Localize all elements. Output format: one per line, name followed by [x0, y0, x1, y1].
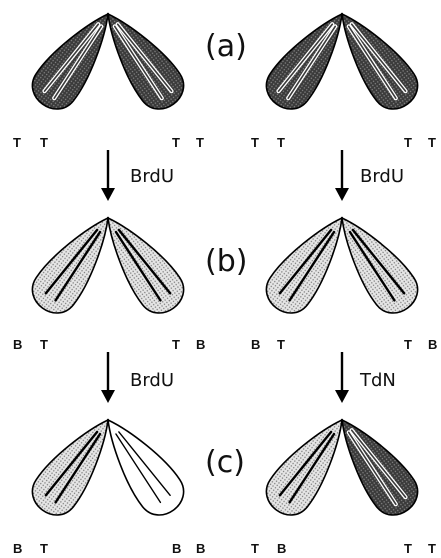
- strand-label: T: [277, 135, 285, 150]
- arrow-label-bc-right: TdN: [359, 370, 396, 391]
- panel-label-b: (b): [205, 244, 247, 279]
- strand-label: B: [196, 541, 205, 556]
- strand-label: T: [13, 135, 21, 150]
- strand-label: T: [404, 135, 412, 150]
- strand-label: T: [196, 135, 204, 150]
- strand-label: B: [196, 337, 205, 352]
- arrow-a-to-b-left: [101, 150, 115, 201]
- arrow-b-to-c-left: [101, 352, 115, 403]
- strand-labels-c-left: B T B B: [13, 541, 205, 556]
- strand-label: B: [428, 337, 437, 352]
- arrow-b-to-c-right: [335, 352, 349, 403]
- strand-label: T: [404, 541, 412, 556]
- strand-label: B: [13, 337, 22, 352]
- arrow-label-bc-left: BrdU: [130, 370, 174, 391]
- strand-label: B: [13, 541, 22, 556]
- strand-label: T: [428, 541, 436, 556]
- strand-label: B: [251, 337, 260, 352]
- strand-labels-b-right: B T T B: [251, 337, 437, 352]
- arrow-a-to-b-right: [335, 150, 349, 201]
- strand-label: T: [404, 337, 412, 352]
- strand-label: T: [172, 135, 180, 150]
- strand-label: T: [172, 337, 180, 352]
- strand-label: T: [40, 337, 48, 352]
- strand-label: T: [428, 135, 436, 150]
- strand-label: T: [251, 135, 259, 150]
- panel-label-c: (c): [205, 445, 245, 480]
- strand-labels-b-left: B T T B: [13, 337, 205, 352]
- strand-labels-a-left: T T T T: [13, 135, 204, 150]
- strand-label: T: [251, 541, 259, 556]
- strand-label: B: [277, 541, 286, 556]
- strand-label: B: [172, 541, 181, 556]
- arrow-label-ab-left: BrdU: [130, 166, 174, 187]
- strand-labels-c-right: T B T T: [251, 541, 436, 556]
- strand-label: T: [40, 135, 48, 150]
- strand-label: T: [277, 337, 285, 352]
- strand-label: T: [40, 541, 48, 556]
- panel-label-a: (a): [205, 29, 247, 64]
- arrow-label-ab-right: BrdU: [360, 166, 404, 187]
- strand-labels-a-right: T T T T: [251, 135, 436, 150]
